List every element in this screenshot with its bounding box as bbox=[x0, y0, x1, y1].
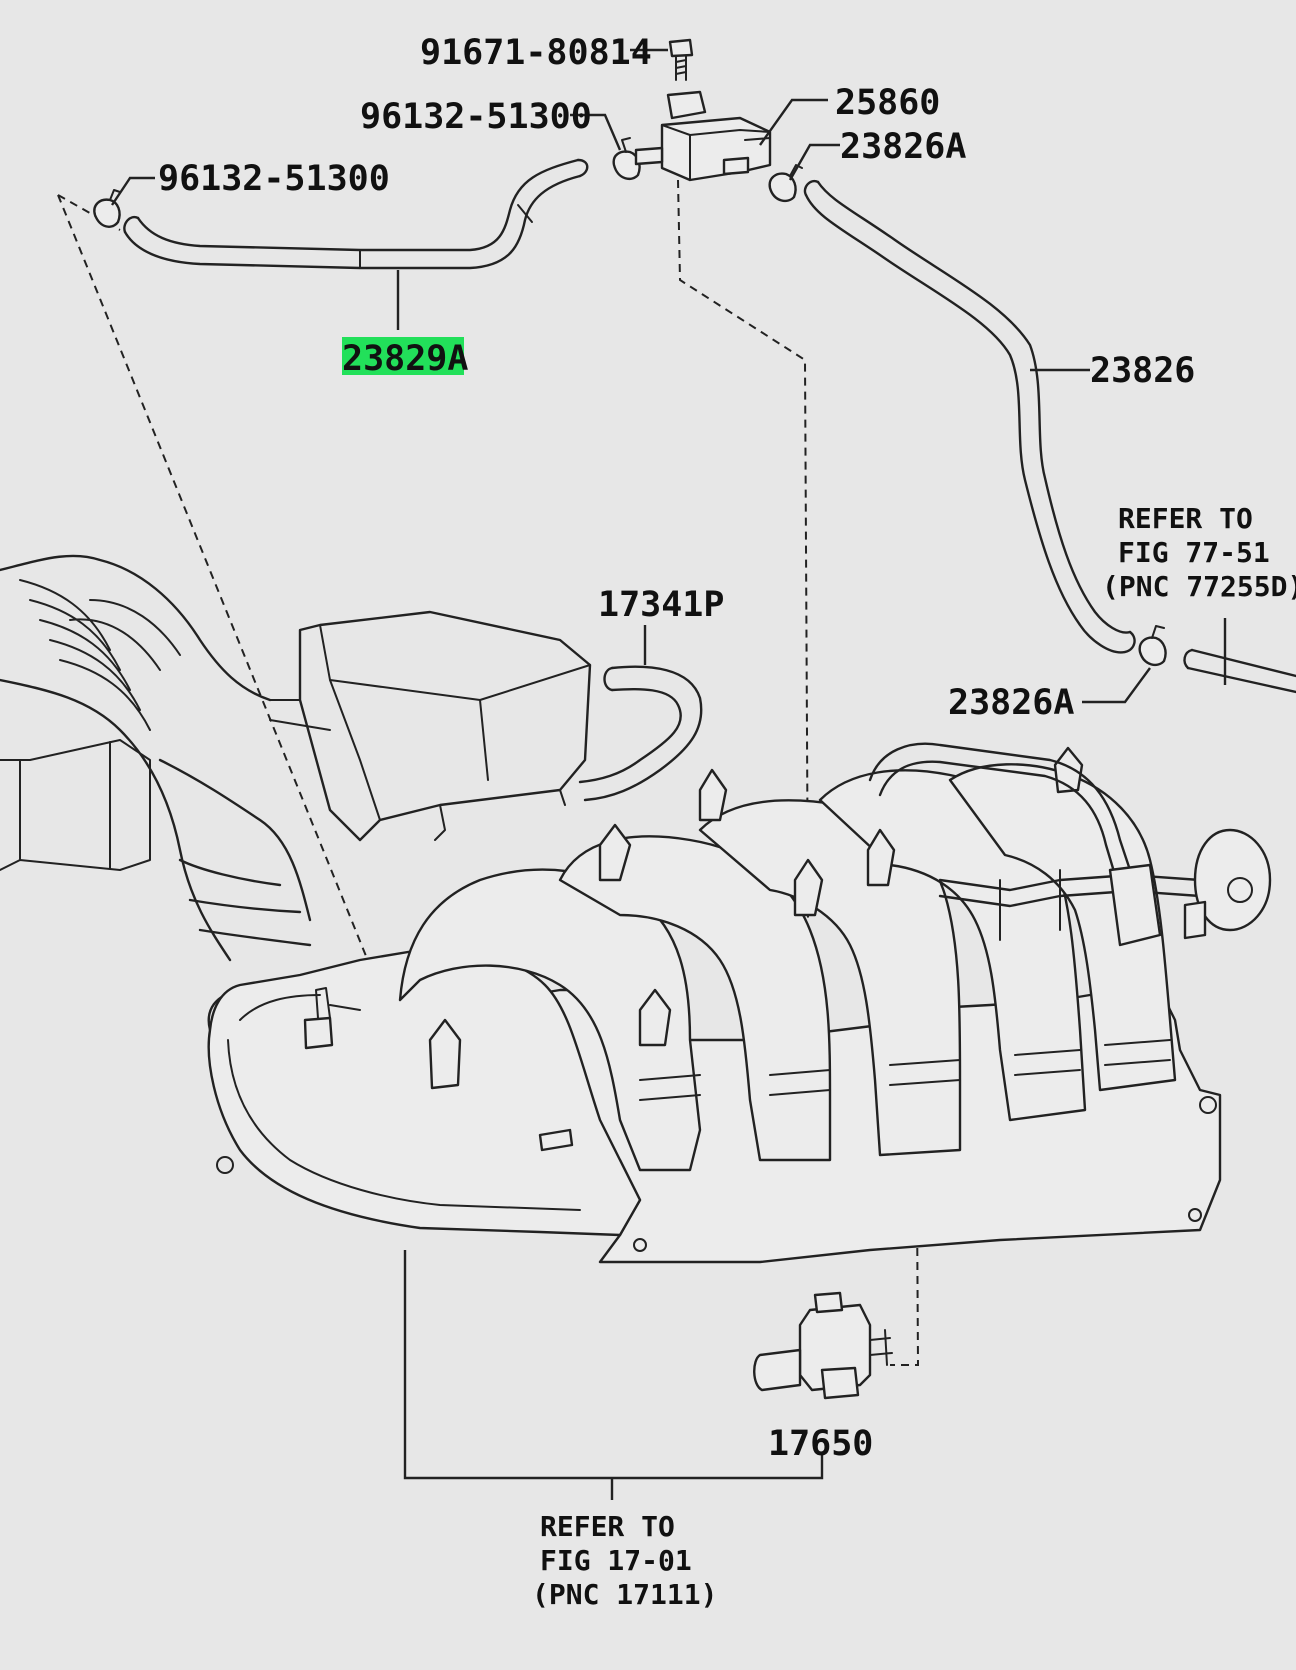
label-clamp-right-lower: 23826A bbox=[948, 683, 1074, 723]
bolt-91671 bbox=[668, 38, 694, 81]
clamp-96132-left bbox=[93, 189, 121, 228]
clamp-23826a-lower bbox=[1138, 625, 1167, 667]
leader-clamp-upper bbox=[570, 113, 622, 151]
ref-note-right: REFER TO FIG 77-51 (PNC 77255D) bbox=[1102, 502, 1296, 603]
leader-clamp-left bbox=[111, 176, 155, 206]
air-duct bbox=[0, 554, 312, 962]
label-clamp-right-upper: 23826A bbox=[840, 127, 966, 167]
label-clamp-left: 96132-51300 bbox=[158, 159, 390, 199]
leader-vsv-upper bbox=[759, 98, 828, 146]
guide-line-center bbox=[677, 179, 809, 921]
clamp-23826a-upper bbox=[768, 164, 803, 203]
leader-clamp-right-lower bbox=[1082, 667, 1151, 704]
ref-bottom-line3: (PNC 17111) bbox=[532, 1578, 717, 1611]
highlight-23829a bbox=[342, 337, 464, 375]
label-clamp-upper: 96132-51300 bbox=[360, 97, 592, 137]
leader-clamp-right-upper bbox=[788, 143, 840, 181]
hose-23826 bbox=[803, 179, 1136, 654]
guide-line-left bbox=[57, 194, 401, 1041]
ref-bottom-line1: REFER TO bbox=[540, 1510, 675, 1543]
resonator-box bbox=[269, 610, 592, 842]
label-hose-left: 23829A bbox=[342, 339, 468, 379]
label-vsv-lower: 17650 bbox=[768, 1424, 873, 1464]
vsv-25860 bbox=[634, 90, 772, 182]
label-hose-small: 17341P bbox=[598, 585, 724, 625]
intake-manifold bbox=[207, 746, 1222, 1264]
ref-right-line3: (PNC 77255D) bbox=[1102, 570, 1296, 603]
hose-23829a bbox=[123, 158, 589, 270]
label-bolt: 91671-80814 bbox=[420, 33, 652, 73]
bracket-bottom bbox=[403, 1250, 824, 1500]
vsv-17650 bbox=[753, 1291, 893, 1400]
label-hose-right: 23826 bbox=[1090, 351, 1195, 391]
ref-right-line2: FIG 77-51 bbox=[1118, 536, 1270, 569]
guide-line-vsv bbox=[890, 869, 920, 1366]
pipe-right bbox=[1183, 648, 1296, 694]
ref-right-line1: REFER TO bbox=[1118, 502, 1253, 535]
ref-bottom-line2: FIG 17-01 bbox=[540, 1544, 692, 1577]
hose-17341p bbox=[578, 665, 703, 802]
ref-note-bottom: REFER TO FIG 17-01 (PNC 17111) bbox=[532, 1510, 717, 1611]
label-vsv-upper: 25860 bbox=[835, 83, 940, 123]
egr-pipe bbox=[868, 742, 1272, 947]
